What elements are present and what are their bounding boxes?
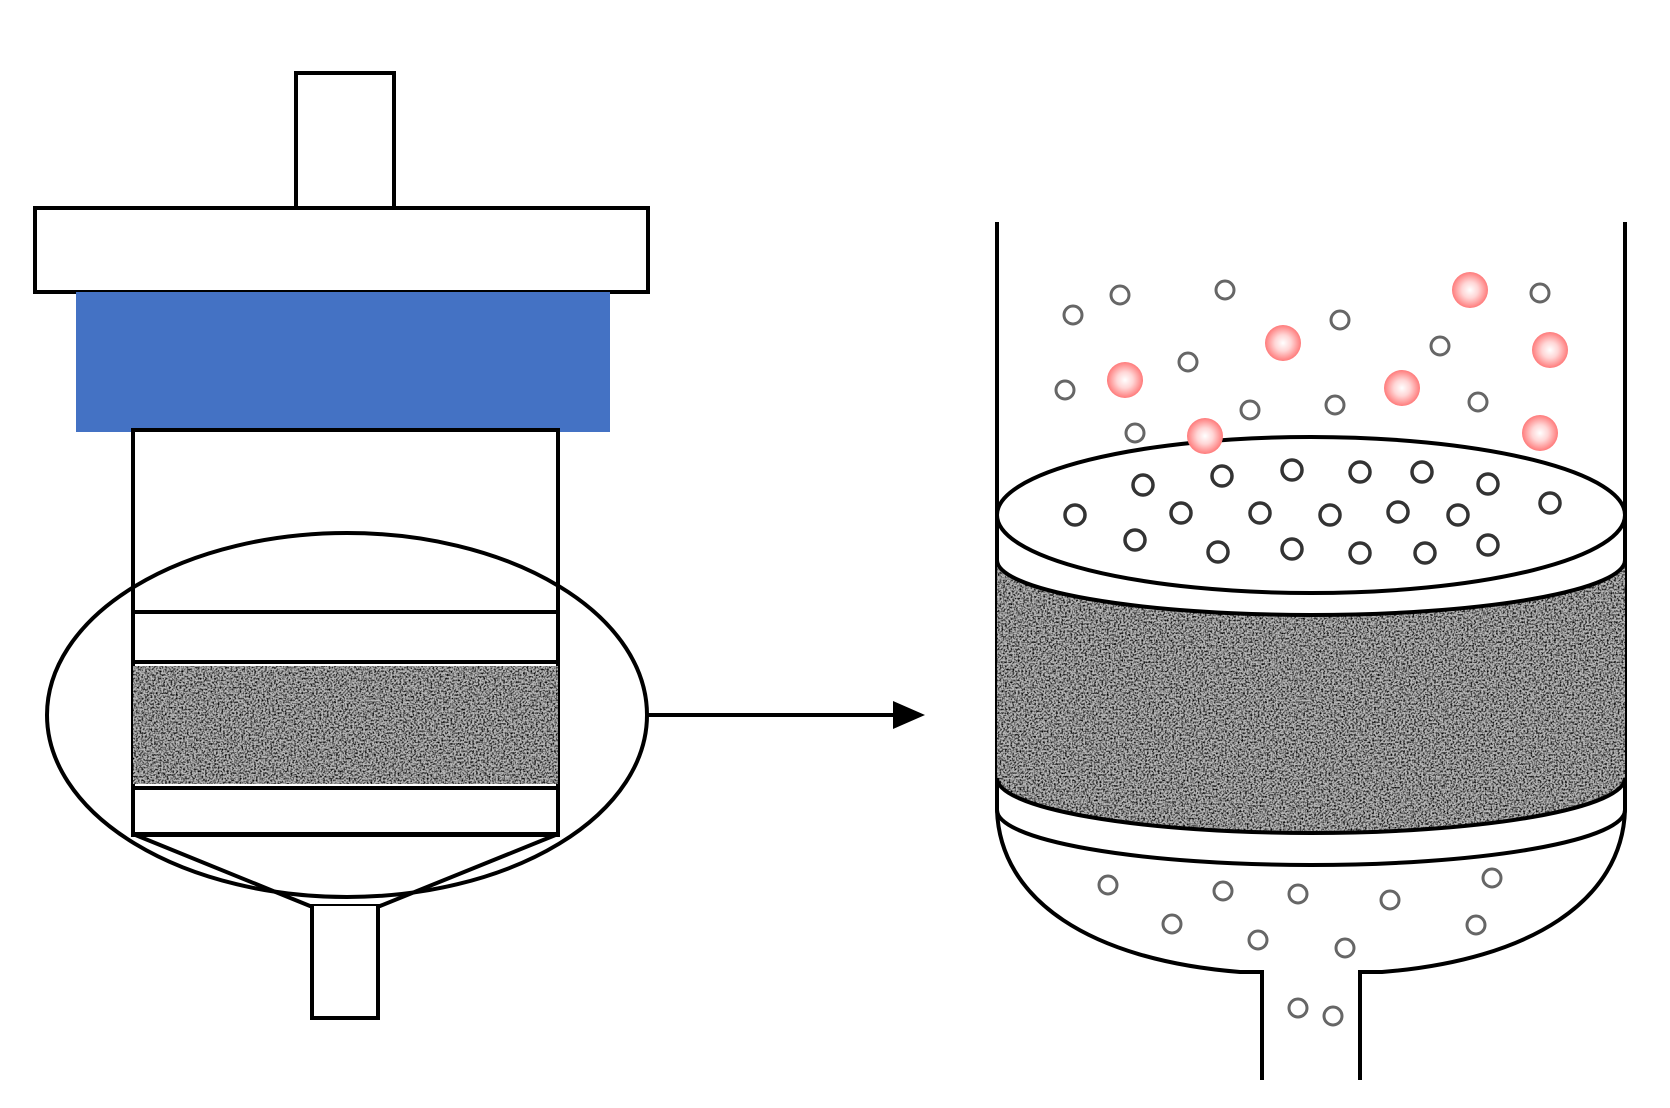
small-particle bbox=[1131, 473, 1155, 497]
small-particle bbox=[1214, 279, 1236, 301]
small-particle bbox=[1413, 541, 1437, 565]
small-particle bbox=[1410, 460, 1434, 484]
small-particle bbox=[1169, 501, 1193, 525]
small-particle bbox=[1054, 379, 1076, 401]
small-particle bbox=[1465, 914, 1487, 936]
small-particle bbox=[1322, 1005, 1344, 1027]
upper-support-plate bbox=[131, 610, 560, 664]
small-particle bbox=[1210, 464, 1234, 488]
right-arrow-icon bbox=[648, 701, 925, 729]
small-particle bbox=[1348, 460, 1372, 484]
small-particle bbox=[1476, 533, 1500, 557]
small-particle bbox=[1248, 501, 1272, 525]
small-particle bbox=[1124, 422, 1146, 444]
small-particle bbox=[1429, 335, 1451, 357]
small-particle bbox=[1334, 937, 1356, 959]
zoom-ellipse bbox=[45, 531, 649, 899]
piston-block bbox=[76, 292, 610, 432]
large-particle bbox=[1522, 415, 1558, 451]
outlet-stem bbox=[310, 906, 380, 1020]
small-particle bbox=[1177, 351, 1199, 373]
small-particle bbox=[1280, 537, 1304, 561]
small-particle bbox=[1280, 458, 1304, 482]
small-particle bbox=[1529, 282, 1551, 304]
filter-cap bbox=[33, 206, 650, 294]
retained-large-particles bbox=[1107, 272, 1568, 454]
syringe-filter bbox=[33, 71, 650, 1020]
small-particle bbox=[1348, 541, 1372, 565]
small-particle bbox=[1476, 472, 1500, 496]
inlet-stem bbox=[294, 71, 396, 210]
large-particle bbox=[1452, 272, 1488, 308]
large-particle bbox=[1384, 370, 1420, 406]
small-particle bbox=[1097, 874, 1119, 896]
small-particle bbox=[1239, 399, 1261, 421]
small-particle bbox=[1446, 503, 1470, 527]
small-particle bbox=[1467, 391, 1489, 413]
small-particle bbox=[1386, 500, 1410, 524]
collection-bowl bbox=[995, 809, 1627, 1080]
small-particle bbox=[1379, 889, 1401, 911]
filter-media bbox=[133, 666, 558, 784]
small-particle bbox=[1287, 997, 1309, 1019]
small-particle bbox=[1109, 284, 1131, 306]
small-particle bbox=[1063, 503, 1087, 527]
small-particle bbox=[1481, 867, 1503, 889]
small-particle bbox=[1212, 880, 1234, 902]
small-particle bbox=[1538, 491, 1562, 515]
small-particle bbox=[1206, 540, 1230, 564]
small-particle bbox=[1318, 503, 1342, 527]
small-particle bbox=[1287, 883, 1309, 905]
small-particle bbox=[1329, 309, 1351, 331]
large-particle bbox=[1187, 418, 1223, 454]
upper-disc-face bbox=[995, 435, 1627, 595]
large-particle bbox=[1265, 325, 1301, 361]
lower-support-plate bbox=[131, 786, 560, 836]
small-particle bbox=[1247, 929, 1269, 951]
large-particle bbox=[1107, 362, 1143, 398]
small-particle bbox=[1161, 913, 1183, 935]
passing-small-particles bbox=[1054, 279, 1562, 1027]
small-particle bbox=[1324, 394, 1346, 416]
small-particle bbox=[1062, 304, 1084, 326]
magnified-filter-view bbox=[995, 222, 1627, 1080]
small-particle bbox=[1123, 528, 1147, 552]
large-particle bbox=[1532, 332, 1568, 368]
